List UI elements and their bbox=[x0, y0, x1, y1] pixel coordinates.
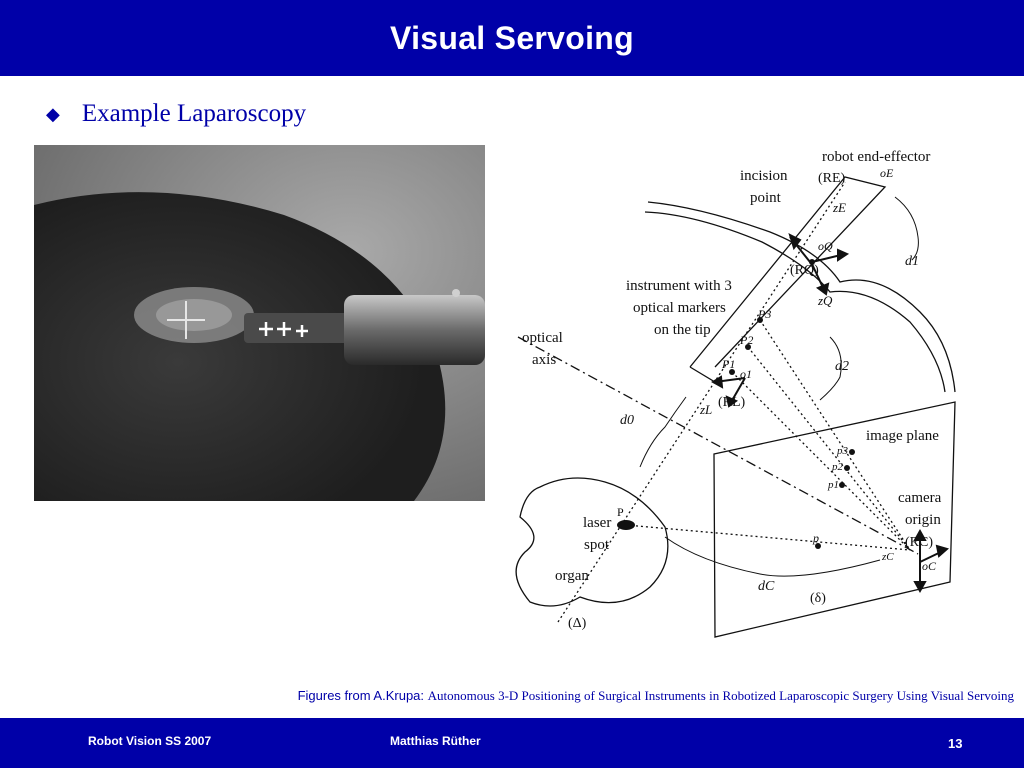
label-spot: spot bbox=[584, 537, 610, 553]
label-p1: p1 bbox=[827, 479, 839, 491]
label-zC: zC bbox=[881, 551, 894, 563]
label-p2: p2 bbox=[831, 461, 844, 473]
label-instrument-line3: on the tip bbox=[654, 322, 711, 338]
bullet-item: ◆ Example Laparoscopy bbox=[46, 100, 306, 128]
label-camera: camera bbox=[898, 490, 942, 506]
label-RQ: (RQ) bbox=[790, 263, 819, 278]
label-p3: p3 bbox=[836, 445, 849, 457]
label-d0: d0 bbox=[620, 413, 634, 428]
label-RC: (RC) bbox=[905, 535, 933, 550]
label-d2: d2 bbox=[835, 359, 849, 374]
label-instrument-line1: instrument with 3 bbox=[626, 278, 732, 294]
diagram-canvas: robot end-effector (RE) oE incision poin… bbox=[515, 149, 956, 638]
label-P2: P2 bbox=[739, 333, 753, 347]
label-zE: zE bbox=[832, 200, 846, 215]
label-zL: zL bbox=[699, 402, 712, 417]
label-image-plane: image plane bbox=[866, 428, 939, 444]
label-big-p: P bbox=[617, 505, 624, 519]
label-axis: axis bbox=[532, 352, 556, 368]
label-d1: d1 bbox=[905, 254, 919, 269]
label-point: point bbox=[750, 190, 782, 206]
label-P3: P3 bbox=[757, 307, 771, 321]
footer-page-number: 13 bbox=[948, 736, 963, 751]
figure-caption: Figures from A.Krupa: Autonomous 3-D Pos… bbox=[298, 688, 1014, 704]
photo-canvas bbox=[34, 145, 485, 501]
footer-bar: Robot Vision SS 2007 Matthias Rüther 13 bbox=[0, 718, 1024, 768]
label-small-p: p bbox=[812, 531, 819, 545]
label-optical: optical bbox=[522, 330, 563, 346]
label-organ: organ bbox=[555, 568, 589, 584]
label-origin: origin bbox=[905, 512, 941, 528]
label-dC: dC bbox=[758, 579, 775, 594]
label-oC: oC bbox=[922, 559, 937, 573]
geometry-diagram: robot end-effector (RE) oE incision poin… bbox=[500, 142, 970, 642]
slide-title: Visual Servoing bbox=[390, 19, 634, 56]
label-RE: (RE) bbox=[818, 171, 846, 186]
label-delta-small: (δ) bbox=[810, 591, 826, 606]
footer-course: Robot Vision SS 2007 bbox=[88, 734, 212, 748]
label-delta-big: (Δ) bbox=[568, 616, 587, 631]
diamond-bullet-icon: ◆ bbox=[46, 103, 60, 124]
label-robot-end-effector: robot end-effector bbox=[822, 149, 930, 165]
label-incision: incision bbox=[740, 168, 788, 184]
label-laser: laser bbox=[583, 515, 611, 531]
footer-author: Matthias Rüther bbox=[390, 734, 481, 748]
label-oE: oE bbox=[880, 166, 894, 180]
label-o1: o1 bbox=[740, 367, 752, 381]
label-instrument-line2: optical markers bbox=[633, 300, 726, 316]
title-bar: Visual Servoing bbox=[0, 0, 1024, 76]
label-RL: (RL) bbox=[718, 395, 746, 410]
caption-lead: Figures from A.Krupa: bbox=[297, 688, 425, 703]
label-oQ: oQ bbox=[818, 239, 833, 253]
laparoscopy-photo bbox=[34, 145, 485, 501]
caption-reference: Autonomous 3-D Positioning of Surgical I… bbox=[427, 688, 1014, 703]
label-P1: P1 bbox=[721, 357, 735, 371]
label-zQ: zQ bbox=[817, 293, 833, 308]
bullet-text: Example Laparoscopy bbox=[81, 100, 307, 127]
